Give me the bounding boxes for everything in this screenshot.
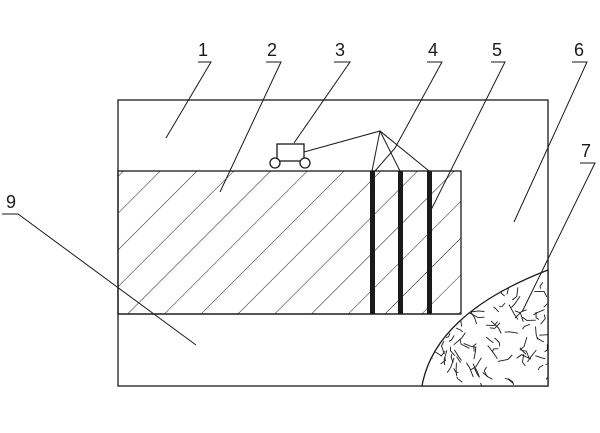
- rubble-stroke: [513, 274, 514, 282]
- rubble-stroke: [421, 330, 429, 337]
- machine-wheel-right: [300, 158, 310, 168]
- rubble-stroke: [428, 320, 433, 334]
- leader-5: [429, 62, 505, 214]
- rod-3: [427, 171, 432, 314]
- rubble-stroke: [465, 282, 473, 285]
- rubble-stroke: [435, 327, 443, 342]
- callout-5: 5: [492, 40, 502, 60]
- rubble-stroke: [485, 278, 493, 280]
- rubble-stroke: [491, 275, 494, 285]
- callout-3: 3: [335, 40, 345, 60]
- rubble-stroke: [462, 279, 467, 285]
- callout-7: 7: [581, 141, 591, 161]
- rubble-stroke: [448, 318, 456, 321]
- callout-1: 1: [198, 40, 208, 60]
- rubble-stroke: [433, 328, 439, 330]
- connector-rod-2: [380, 131, 400, 171]
- rubble-stroke: [549, 348, 559, 357]
- rubble-stroke: [438, 318, 439, 325]
- rubble-stroke: [482, 276, 489, 281]
- machine-wheel-left: [270, 158, 280, 168]
- connector-main: [304, 131, 380, 171]
- rubble-stroke: [480, 279, 493, 280]
- rubble-stroke: [548, 303, 563, 306]
- rod-1: [370, 171, 375, 314]
- rubble-stroke: [507, 272, 515, 273]
- rubble-stroke: [523, 387, 532, 394]
- connector-rod-1b: [375, 148, 395, 171]
- drilling-machine: [270, 144, 310, 168]
- connector-rod-3: [380, 131, 429, 171]
- callout-9: 9: [6, 192, 16, 212]
- rod-2: [398, 171, 403, 314]
- rubble-stroke: [438, 319, 443, 327]
- callout-6: 6: [574, 40, 584, 60]
- hatched-layer: [118, 171, 461, 314]
- connector-lines: [304, 131, 429, 171]
- rubble-stroke: [467, 299, 470, 313]
- callout-2: 2: [267, 40, 277, 60]
- rubble-stroke: [549, 315, 558, 325]
- rubble-stroke: [475, 268, 487, 275]
- leader-6: [514, 62, 587, 222]
- rubble-stroke: [488, 272, 497, 282]
- rubble-stroke: [550, 274, 559, 276]
- rubble-stroke: [468, 289, 472, 297]
- leader-3: [294, 62, 350, 143]
- callout-4: 4: [428, 40, 438, 60]
- leader-4: [395, 62, 442, 148]
- rubble-stroke: [485, 278, 488, 289]
- machine-body: [277, 144, 304, 161]
- leader-7: [522, 163, 595, 312]
